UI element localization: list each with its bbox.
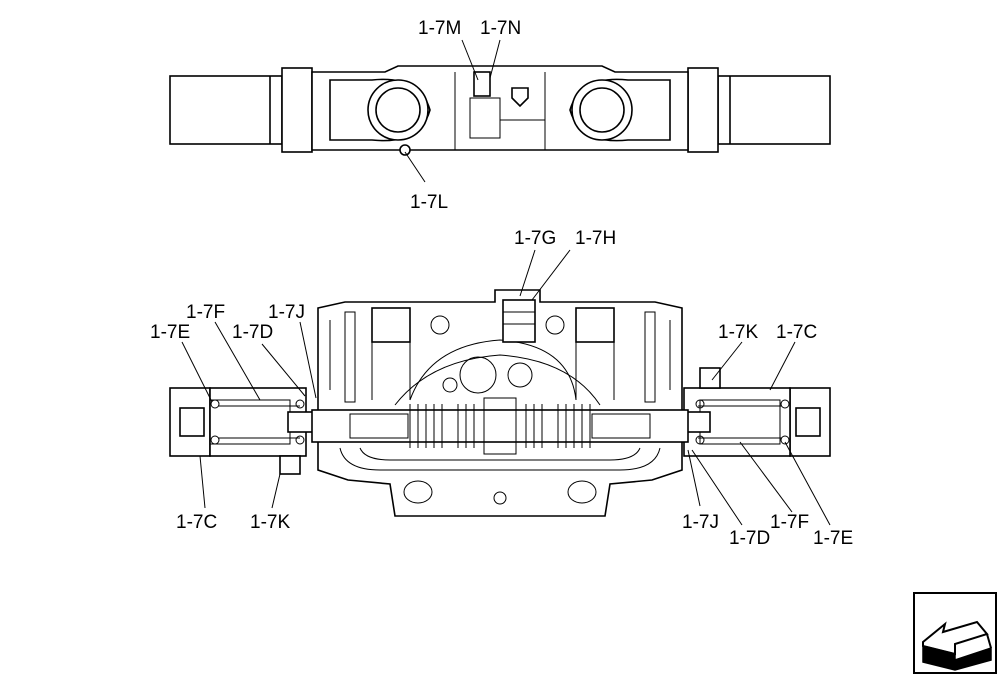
callout-1-7f-left: 1-7F <box>186 302 225 323</box>
callout-1-7m: 1-7M <box>418 18 461 39</box>
callout-1-7k-right: 1-7K <box>718 322 758 343</box>
callout-1-7c-left: 1-7C <box>176 512 217 533</box>
callout-1-7l: 1-7L <box>410 192 448 213</box>
next-page-arrow-icon <box>922 620 992 671</box>
top-view-valve <box>169 65 831 156</box>
callout-1-7n: 1-7N <box>480 18 521 39</box>
leader-lines <box>181 39 831 526</box>
section-view-valve <box>169 289 831 517</box>
callout-1-7h: 1-7H <box>575 228 616 249</box>
callout-1-7j-right: 1-7J <box>682 512 719 533</box>
spool-lands <box>349 397 651 455</box>
callout-1-7d-left: 1-7D <box>232 322 273 343</box>
callout-1-7c-right: 1-7C <box>776 322 817 343</box>
callout-labels: 1-7M 1-7N 1-7L 1-7G 1-7H 1-7F 1-7J 1-7E … <box>150 18 853 549</box>
callout-1-7g: 1-7G <box>514 228 556 249</box>
callout-1-7k-left: 1-7K <box>250 512 290 533</box>
callout-1-7d-right: 1-7D <box>729 528 770 549</box>
callout-1-7j-left: 1-7J <box>268 302 305 323</box>
callout-1-7f-right: 1-7F <box>770 512 809 533</box>
callout-1-7e-right: 1-7E <box>813 528 853 549</box>
next-page-button[interactable] <box>913 592 997 674</box>
callout-1-7e-left: 1-7E <box>150 322 190 343</box>
